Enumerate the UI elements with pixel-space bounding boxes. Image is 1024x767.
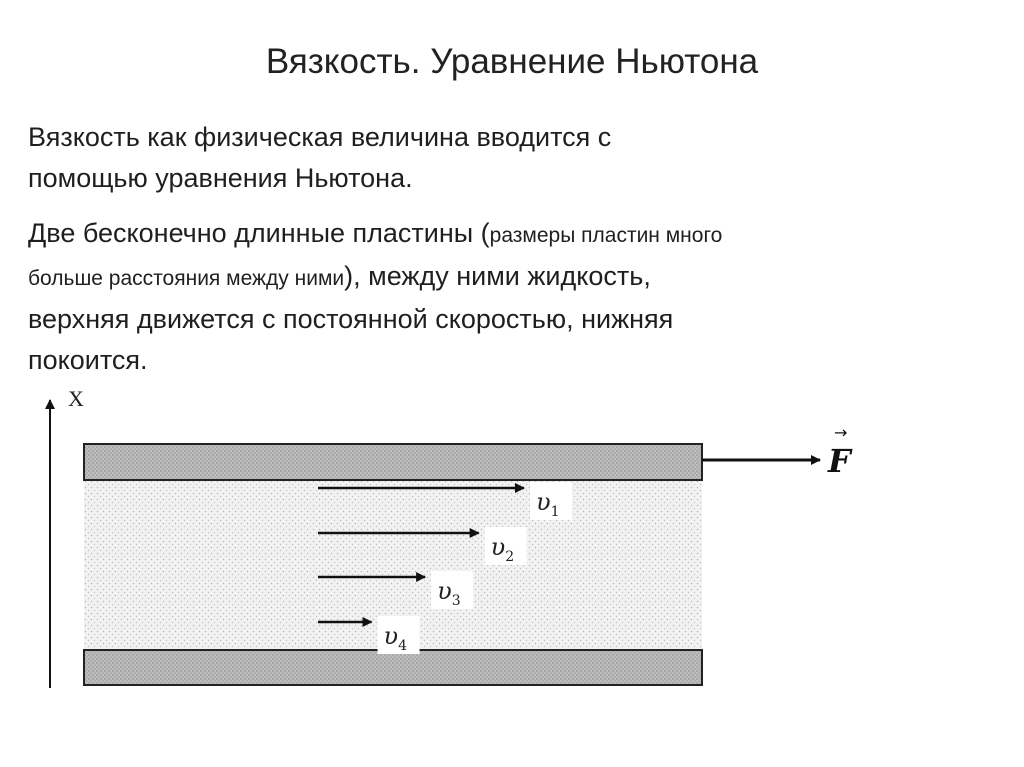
velocity-label-bg-4 xyxy=(377,616,420,654)
intro-paragraph: Вязкость как физическая величина вводитс… xyxy=(28,117,988,199)
plates-line-2: больше расстояния между ними), между ним… xyxy=(28,256,988,299)
plates-note-a: размеры пластин много xyxy=(489,224,723,247)
force-vector-mark: → xyxy=(834,423,847,442)
x-axis-label: X xyxy=(68,386,84,411)
velocity-label-bg-1 xyxy=(530,482,572,520)
top-plate xyxy=(83,443,703,481)
plates-paragraph: Две бесконечно длинные пластины (размеры… xyxy=(28,213,988,381)
intro-line-2: помощью уравнения Ньютона. xyxy=(28,163,413,193)
force-label: F xyxy=(827,442,853,480)
plates-line-3: верхняя движется с постоянной скоростью,… xyxy=(28,304,674,334)
plates-line-1: Две бесконечно длинные пластины (размеры… xyxy=(28,213,988,256)
plates-text-a: Две бесконечно длинные пластины ( xyxy=(28,218,490,248)
velocity-label-bg-2 xyxy=(484,527,527,565)
intro-line-1: Вязкость как физическая величина вводитс… xyxy=(28,122,612,152)
velocity-label-bg-3 xyxy=(431,571,474,609)
plates-text-b: ), между ними жидкость, xyxy=(344,261,651,291)
slide-title: Вязкость. Уравнение Ньютона xyxy=(265,42,759,81)
plates-note-b: больше расстояния между ними xyxy=(28,267,345,290)
plates-line-4: покоится. xyxy=(28,345,148,375)
bottom-plate xyxy=(83,649,703,686)
